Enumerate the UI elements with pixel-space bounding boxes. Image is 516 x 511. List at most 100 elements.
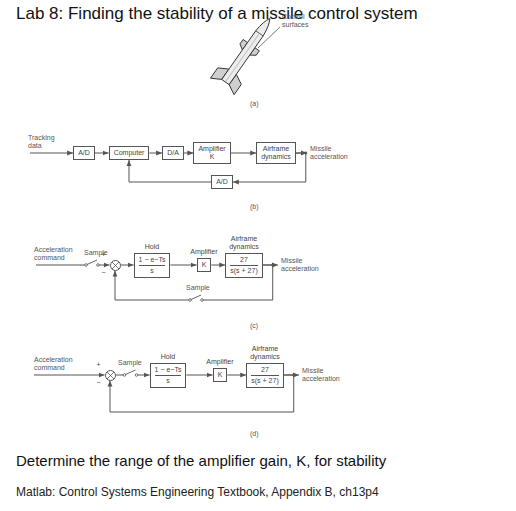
block-text: K (218, 371, 223, 379)
block-outline: Airframe dynamics (256, 142, 296, 164)
connector-group (95, 153, 306, 412)
text-label: Missile acceleration (310, 145, 348, 161)
block-outline: 1 − e−Ts s (134, 253, 171, 278)
block-heading: Amplifier (206, 358, 233, 366)
signal-connector (211, 265, 225, 266)
page-title: Lab 8: Finding the stability of a missil… (16, 4, 418, 24)
block-box: 27s(s + 27)Airframe dynamics (246, 363, 283, 388)
block-text: D/A (167, 149, 179, 157)
block-outline: K (213, 368, 228, 382)
block-outline: Computer (109, 146, 150, 160)
text-label: Missile acceleration (302, 367, 340, 383)
block-heading: Hold (161, 353, 175, 361)
text-label: Missile acceleration (281, 257, 319, 273)
sign-label: + (97, 361, 101, 369)
block-text: s (139, 267, 166, 275)
block-text: 1 − e−Ts (139, 256, 166, 264)
block-outline: A/D (211, 175, 233, 189)
text-label: (d) (250, 430, 259, 438)
block-box: A/D (73, 146, 95, 160)
fraction-bar (230, 265, 257, 266)
sample-switch (123, 370, 138, 377)
text-label: (a) (250, 100, 259, 108)
signal-connector (170, 265, 196, 266)
junction-symbol (110, 260, 121, 271)
fraction-bar (251, 375, 278, 376)
fraction-bar (155, 375, 182, 376)
block-text: Airframe dynamics (261, 145, 291, 161)
block-text: K (202, 261, 207, 269)
block-heading: Hold (145, 243, 159, 251)
leader-line (258, 27, 280, 48)
block-outline: 27s(s + 27) (246, 363, 283, 388)
missile-body (222, 16, 274, 85)
missile-illustration (210, 10, 281, 94)
block-box: AmplifierK (193, 142, 230, 164)
summing-junction: +− (110, 260, 121, 271)
block-box: 27s(s + 27)Airframe dynamics (225, 253, 262, 278)
sample-switch (189, 295, 204, 302)
pickoff-point (271, 264, 274, 267)
text-label: Acceleration command (34, 356, 73, 372)
block-box: D/A (162, 146, 184, 160)
block-box: KAmplifier (213, 368, 228, 382)
block-box: Airframe dynamics (256, 142, 296, 164)
signal-wire (30, 153, 73, 154)
block-outline: A/D (73, 146, 95, 160)
block-text: s (155, 377, 182, 385)
block-outline: D/A (162, 146, 184, 160)
sign-label: − (97, 379, 101, 387)
signal-connector (95, 153, 109, 154)
block-heading: Airframe dynamics (250, 345, 280, 361)
signal-connector (186, 375, 212, 376)
block-outline: AmplifierK (193, 142, 230, 164)
block-outline: 27 s(s + 27) (225, 253, 262, 278)
junction-outline: +− (105, 370, 116, 381)
signal-connector (184, 153, 194, 154)
signal-connector (227, 375, 246, 376)
text-label: Control surfaces (282, 13, 308, 29)
summing-junction: +− (105, 370, 116, 381)
block-text: 1 − e−Ts (155, 366, 182, 374)
text-label: Matlab: Control Systems Engineering Text… (16, 485, 379, 500)
block-box: 1 − e−TssHold (134, 253, 171, 278)
signal-wire (36, 265, 110, 266)
sample-switch (85, 260, 100, 267)
block-heading: Amplifier (190, 248, 217, 256)
text-label: Acceleration command (34, 246, 73, 262)
layout-group (30, 152, 307, 377)
pickoff-point (304, 152, 307, 155)
block-text: s(s + 27) (230, 267, 257, 275)
junction-symbol (105, 370, 116, 381)
block-heading: Airframe dynamics (229, 235, 259, 251)
block-box: Computer (109, 146, 150, 160)
block-outline: K (197, 258, 212, 272)
signal-connector (121, 265, 134, 266)
block-text: 27 (251, 366, 278, 374)
signal-wire (34, 375, 105, 376)
block-text: Computer (114, 149, 145, 157)
block-text: Amplifier (198, 145, 225, 153)
block-text: A/D (78, 149, 90, 157)
body-shading (225, 33, 259, 82)
text-label: Tracking data (28, 134, 55, 150)
signal-connector (231, 153, 257, 154)
block-outline: 1 − e−Ts s (150, 363, 187, 388)
signal-connector (149, 153, 162, 154)
nose-seam (256, 31, 263, 36)
junction-outline: +− (110, 260, 121, 271)
block-text: 27 (230, 256, 257, 264)
sign-label: − (102, 269, 106, 277)
text-label: Determine the range of the amplifier gai… (16, 452, 386, 470)
text-label: Sample (186, 284, 210, 292)
block-text: A/D (216, 178, 228, 186)
block-box: KAmplifier (197, 258, 212, 272)
text-label: (b) (250, 203, 259, 211)
fraction-bar (139, 265, 166, 266)
block-box: A/D (211, 175, 233, 189)
block-text: K (198, 153, 225, 161)
text-label: Sample (118, 359, 142, 367)
signal-wire (263, 265, 278, 266)
sign-label: + (102, 251, 106, 259)
